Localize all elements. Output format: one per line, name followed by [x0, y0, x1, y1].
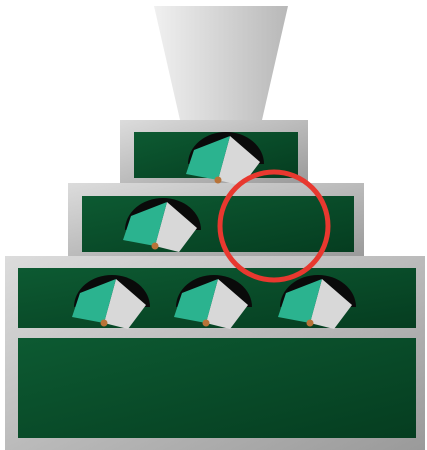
piece-dot: [100, 319, 108, 327]
cube-piece-icon[interactable]: [174, 275, 252, 329]
piece-teal-face: [123, 202, 167, 246]
piece-dot: [151, 242, 159, 250]
piece-dot: [306, 319, 314, 327]
piece-dot: [202, 319, 210, 327]
piece-teal-face: [278, 279, 322, 323]
cube-piece-icon[interactable]: [278, 275, 356, 329]
piece-gray-face: [310, 279, 352, 329]
piece-gray-face: [104, 279, 146, 329]
piece-gray-face: [206, 279, 248, 329]
piece-gray-face: [155, 202, 197, 252]
tier-base-panel: [18, 338, 416, 438]
piece-teal-face: [174, 279, 218, 323]
cube-piece-icon[interactable]: [72, 275, 150, 329]
funnel-icon: [154, 6, 288, 120]
piece-teal-face: [186, 136, 230, 180]
cube-piece-icon[interactable]: [123, 198, 201, 252]
tier-middle: [68, 183, 364, 257]
cube-piece-icon[interactable]: [186, 132, 264, 186]
pieces-layer: [72, 132, 356, 329]
piece-dot: [214, 176, 222, 184]
piece-gray-face: [218, 136, 260, 186]
target-ring-icon[interactable]: [217, 169, 331, 283]
piece-teal-face: [72, 279, 116, 323]
